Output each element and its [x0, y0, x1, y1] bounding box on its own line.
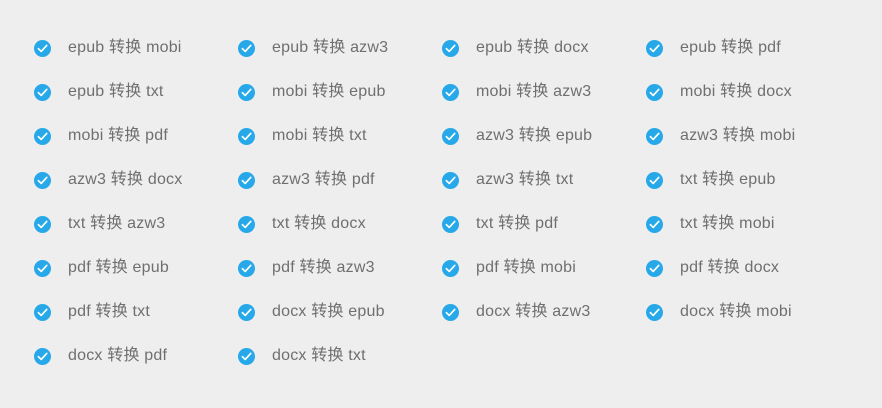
conversion-option[interactable]: mobi 转换 azw3	[442, 83, 646, 101]
check-circle-icon[interactable]	[646, 39, 663, 57]
check-circle-icon[interactable]	[238, 259, 255, 277]
conversion-option-label: txt 转换 mobi	[680, 215, 775, 232]
conversion-option-label: azw3 转换 txt	[476, 171, 574, 188]
conversion-option[interactable]: mobi 转换 txt	[238, 127, 442, 145]
conversion-option-label: txt 转换 azw3	[68, 215, 166, 232]
check-circle-icon[interactable]	[646, 303, 663, 321]
conversion-option-label: pdf 转换 txt	[68, 303, 151, 320]
check-circle-icon[interactable]	[442, 83, 459, 101]
conversion-option[interactable]: pdf 转换 epub	[34, 259, 238, 277]
grid-row: epub 转换 txt mobi 转换 epub mobi 转换 azw3 mobi …	[0, 70, 882, 114]
check-circle-icon[interactable]	[34, 215, 51, 233]
conversion-option-label: azw3 转换 docx	[68, 171, 183, 188]
check-circle-icon[interactable]	[442, 215, 459, 233]
conversion-option-label: mobi 转换 txt	[272, 127, 367, 144]
check-circle-icon[interactable]	[34, 347, 51, 365]
conversion-option-label: mobi 转换 pdf	[68, 127, 169, 144]
check-circle-icon[interactable]	[646, 83, 663, 101]
check-circle-icon[interactable]	[34, 171, 51, 189]
conversion-option[interactable]: mobi 转换 docx	[646, 83, 850, 101]
check-circle-icon[interactable]	[238, 83, 255, 101]
conversion-option-label: pdf 转换 azw3	[272, 259, 375, 276]
conversion-option-label: azw3 转换 mobi	[680, 127, 796, 144]
conversion-option-label: txt 转换 docx	[272, 215, 366, 232]
conversion-option[interactable]: azw3 转换 pdf	[238, 171, 442, 189]
conversion-option-label: txt 转换 epub	[680, 171, 776, 188]
conversion-option-label: pdf 转换 epub	[68, 259, 169, 276]
conversion-option-label: pdf 转换 docx	[680, 259, 780, 276]
conversion-option-label: epub 转换 mobi	[68, 39, 182, 56]
conversion-option[interactable]: azw3 转换 txt	[442, 171, 646, 189]
conversion-option[interactable]: txt 转换 pdf	[442, 215, 646, 233]
check-circle-icon[interactable]	[34, 39, 51, 57]
check-circle-icon[interactable]	[442, 259, 459, 277]
conversion-option-label: epub 转换 azw3	[272, 39, 389, 56]
conversion-option[interactable]: docx 转换 epub	[238, 303, 442, 321]
conversion-option[interactable]: docx 转换 txt	[238, 347, 442, 365]
conversion-option[interactable]: epub 转换 docx	[442, 39, 646, 57]
grid-row: pdf 转换 txt docx 转换 epub docx 转换 azw3 docx 转…	[0, 290, 882, 334]
conversion-option[interactable]: txt 转换 docx	[238, 215, 442, 233]
conversion-option-label: mobi 转换 epub	[272, 83, 386, 100]
conversion-option-label: pdf 转换 mobi	[476, 259, 577, 276]
conversion-option[interactable]: txt 转换 epub	[646, 171, 850, 189]
conversion-option[interactable]: pdf 转换 mobi	[442, 259, 646, 277]
conversion-option[interactable]: docx 转换 mobi	[646, 303, 850, 321]
conversion-option[interactable]: epub 转换 txt	[34, 83, 238, 101]
check-circle-icon[interactable]	[646, 127, 663, 145]
conversion-option-label: mobi 转换 docx	[680, 83, 792, 100]
conversion-option[interactable]: epub 转换 mobi	[34, 39, 238, 57]
conversion-option[interactable]: azw3 转换 epub	[442, 127, 646, 145]
check-circle-icon[interactable]	[34, 259, 51, 277]
conversion-option-label: azw3 转换 pdf	[272, 171, 375, 188]
conversion-option[interactable]: pdf 转换 azw3	[238, 259, 442, 277]
check-circle-icon[interactable]	[238, 39, 255, 57]
check-circle-icon[interactable]	[442, 171, 459, 189]
conversion-option-label: epub 转换 txt	[68, 83, 164, 100]
conversion-option-label: mobi 转换 azw3	[476, 83, 592, 100]
check-circle-icon[interactable]	[442, 39, 459, 57]
conversion-option-label: docx 转换 azw3	[476, 303, 591, 320]
check-circle-icon[interactable]	[442, 303, 459, 321]
conversion-option-label: epub 转换 pdf	[680, 39, 781, 56]
check-circle-icon[interactable]	[238, 347, 255, 365]
grid-row: txt 转换 azw3 txt 转换 docx txt 转换 pdf txt 转换 m…	[0, 202, 882, 246]
check-circle-icon[interactable]	[646, 259, 663, 277]
check-circle-icon[interactable]	[238, 127, 255, 145]
check-circle-icon[interactable]	[238, 215, 255, 233]
conversion-option[interactable]: mobi 转换 pdf	[34, 127, 238, 145]
conversion-option-label: docx 转换 epub	[272, 303, 385, 320]
conversion-option-label: txt 转换 pdf	[476, 215, 559, 232]
check-circle-icon[interactable]	[442, 127, 459, 145]
conversion-option[interactable]: txt 转换 azw3	[34, 215, 238, 233]
check-circle-icon[interactable]	[646, 171, 663, 189]
conversion-option-label: docx 转换 mobi	[680, 303, 792, 320]
conversion-option-label: azw3 转换 epub	[476, 127, 593, 144]
conversion-option[interactable]: azw3 转换 mobi	[646, 127, 850, 145]
conversion-option[interactable]: pdf 转换 txt	[34, 303, 238, 321]
check-circle-icon[interactable]	[238, 303, 255, 321]
conversion-option[interactable]: docx 转换 pdf	[34, 347, 238, 365]
check-circle-icon[interactable]	[34, 83, 51, 101]
conversion-option[interactable]: epub 转换 pdf	[646, 39, 850, 57]
conversion-option[interactable]: txt 转换 mobi	[646, 215, 850, 233]
conversion-option[interactable]: pdf 转换 docx	[646, 259, 850, 277]
check-circle-icon[interactable]	[34, 303, 51, 321]
grid-row: mobi 转换 pdf mobi 转换 txt azw3 转换 epub azw3 转…	[0, 114, 882, 158]
grid-row: epub 转换 mobi epub 转换 azw3 epub 转换 docx epub…	[0, 26, 882, 70]
grid-row: docx 转换 pdf docx 转换 txt	[0, 334, 882, 378]
conversion-option[interactable]: docx 转换 azw3	[442, 303, 646, 321]
conversion-option-label: docx 转换 pdf	[68, 347, 168, 364]
conversion-option-label: docx 转换 txt	[272, 347, 366, 364]
grid-row: pdf 转换 epub pdf 转换 azw3 pdf 转换 mobi pdf 转换 …	[0, 246, 882, 290]
check-circle-icon[interactable]	[34, 127, 51, 145]
conversion-option[interactable]: azw3 转换 docx	[34, 171, 238, 189]
conversion-option[interactable]: epub 转换 azw3	[238, 39, 442, 57]
grid-row: azw3 转换 docx azw3 转换 pdf azw3 转换 txt txt 转换…	[0, 158, 882, 202]
conversion-option-label: epub 转换 docx	[476, 39, 589, 56]
check-circle-icon[interactable]	[238, 171, 255, 189]
conversion-option[interactable]: mobi 转换 epub	[238, 83, 442, 101]
check-circle-icon[interactable]	[646, 215, 663, 233]
